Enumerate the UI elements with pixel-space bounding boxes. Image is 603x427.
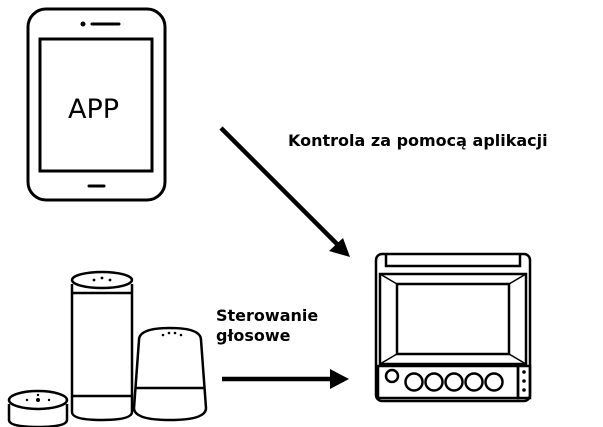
round-speaker-icon <box>132 326 208 422</box>
app-arrow-icon <box>219 126 350 257</box>
tall-speaker-icon <box>70 270 134 422</box>
voice-control-caption-line1: Sterowanie <box>216 306 319 325</box>
app-control-caption: Kontrola za pomocą aplikacji <box>288 131 548 150</box>
relay-module-icon <box>374 252 532 403</box>
phone-screen-label: APP <box>68 94 119 125</box>
voice-control-caption-line2: głosowe <box>216 326 291 345</box>
voice-control-caption: Sterowanie głosowe <box>216 306 318 346</box>
smart-speaker-icons <box>7 270 208 427</box>
smartphone-icon <box>26 7 167 202</box>
puck-speaker-icon <box>7 389 69 427</box>
voice-arrow-icon <box>222 369 349 389</box>
